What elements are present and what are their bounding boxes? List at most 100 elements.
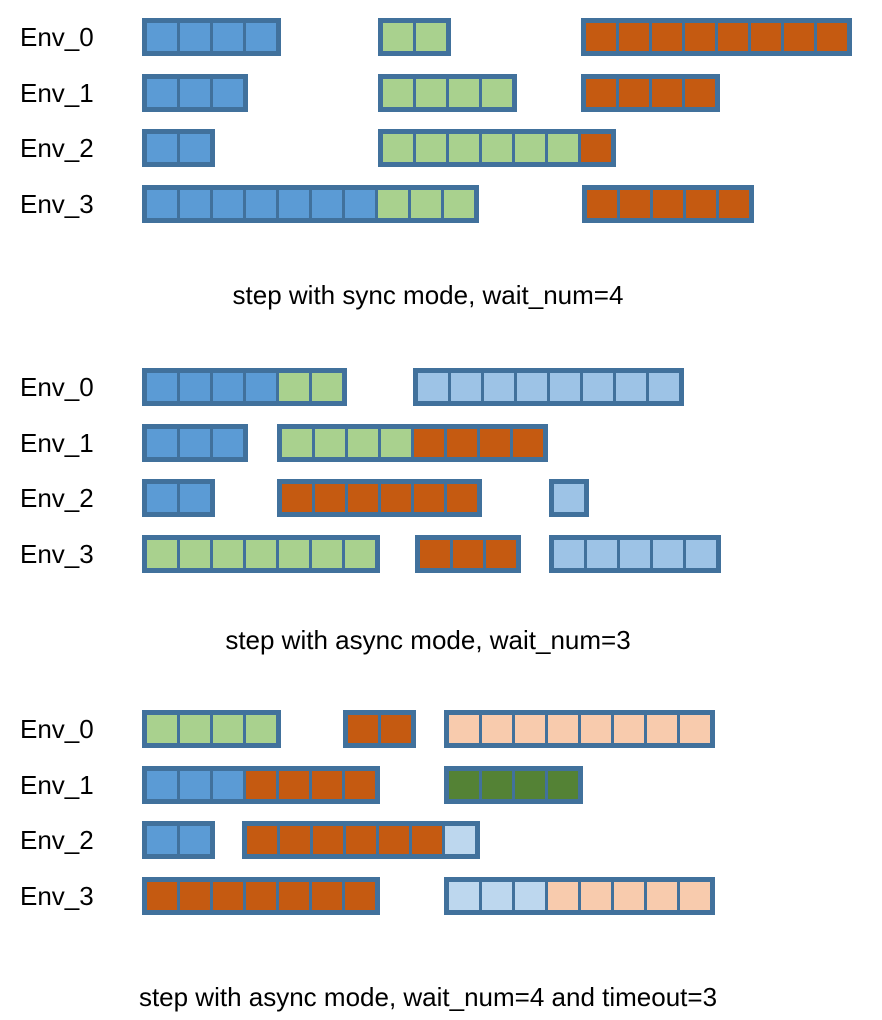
step-bar: [415, 535, 521, 573]
step-cell-orange: [414, 429, 444, 457]
step-cell-peach: [581, 882, 611, 910]
step-bar: [277, 479, 482, 517]
timeline-row-env_0: Env_0: [0, 18, 882, 56]
step-cell-orange: [513, 429, 543, 457]
env-label: Env_1: [20, 78, 94, 108]
step-cell-orange: [685, 23, 715, 51]
timeline-row-env_1: Env_1: [0, 424, 882, 462]
step-cell-orange: [447, 429, 477, 457]
env-label: Env_3: [20, 189, 94, 219]
step-cell-lightblue: [583, 373, 613, 401]
step-cell-green: [279, 540, 309, 568]
step-cell-orange: [817, 23, 847, 51]
step-cell-blue: [180, 429, 210, 457]
step-cell-blue: [279, 190, 309, 218]
step-cell-orange: [379, 826, 409, 854]
step-cell-lightblue: [554, 540, 584, 568]
env-label: Env_1: [20, 428, 94, 458]
step-cell-blue: [147, 429, 177, 457]
step-cell-lightblue: [554, 484, 584, 512]
step-cell-green: [348, 429, 378, 457]
step-cell-blue: [246, 373, 276, 401]
step-cell-orange: [718, 23, 748, 51]
env-label: Env_0: [20, 22, 94, 52]
step-cell-blue: [180, 771, 210, 799]
env-label: Env_2: [20, 133, 94, 163]
step-cell-peach: [515, 715, 545, 743]
step-cell-orange: [345, 771, 375, 799]
panel-caption: step with async mode, wait_num=3: [225, 625, 631, 655]
step-cell-green: [416, 134, 446, 162]
step-bar: [277, 424, 548, 462]
step-cell-lightblue: [686, 540, 716, 568]
env-label: Env_0: [20, 714, 94, 744]
step-bar: [142, 368, 347, 406]
step-cell-green: [383, 23, 413, 51]
step-cell-orange: [213, 882, 243, 910]
step-cell-lightblue: [418, 373, 448, 401]
step-cell-green: [378, 190, 408, 218]
step-cell-peach: [647, 715, 677, 743]
step-cell-darkgreen: [548, 771, 578, 799]
step-cell-orange: [480, 429, 510, 457]
timeline-row-env_0: Env_0: [0, 368, 882, 406]
step-cell-darkgreen: [515, 771, 545, 799]
step-cell-blue: [147, 190, 177, 218]
step-cell-orange: [346, 826, 376, 854]
step-cell-lightblue: [587, 540, 617, 568]
step-cell-green: [282, 429, 312, 457]
timeline-row-env_3: Env_3: [0, 185, 882, 223]
step-cell-orange: [247, 826, 277, 854]
env-label: Env_0: [20, 372, 94, 402]
timeline-row-env_1: Env_1: [0, 74, 882, 112]
step-bar: [444, 877, 715, 915]
step-cell-blue: [147, 771, 177, 799]
step-bar: [581, 74, 720, 112]
step-cell-orange: [652, 23, 682, 51]
step-cell-orange: [619, 23, 649, 51]
step-cell-blue: [246, 190, 276, 218]
step-cell-blue: [147, 826, 177, 854]
step-cell-orange: [587, 190, 617, 218]
step-cell-orange: [719, 190, 749, 218]
step-cell-blue: [180, 190, 210, 218]
step-cell-green: [444, 190, 474, 218]
step-cell-peach: [548, 882, 578, 910]
timeline-row-env_2: Env_2: [0, 479, 882, 517]
step-bar: [142, 185, 479, 223]
step-cell-orange: [246, 882, 276, 910]
panel-caption: step with async mode, wait_num=4 and tim…: [138, 982, 718, 1012]
step-cell-blue: [312, 190, 342, 218]
step-cell-orange: [279, 882, 309, 910]
step-cell-blue: [180, 826, 210, 854]
step-cell-blue: [180, 23, 210, 51]
step-cell-green: [279, 373, 309, 401]
step-cell-green: [345, 540, 375, 568]
step-cell-lightblue: [484, 373, 514, 401]
step-cell-blue: [213, 23, 243, 51]
step-cell-blue: [147, 373, 177, 401]
step-bar: [142, 74, 248, 112]
step-cell-green: [449, 79, 479, 107]
step-cell-paleblue: [449, 882, 479, 910]
step-cell-orange: [280, 826, 310, 854]
step-bar: [142, 877, 380, 915]
step-cell-peach: [647, 882, 677, 910]
step-cell-orange: [652, 79, 682, 107]
step-cell-darkgreen: [482, 771, 512, 799]
step-cell-blue: [213, 373, 243, 401]
step-cell-green: [482, 79, 512, 107]
step-cell-orange: [751, 23, 781, 51]
step-cell-orange: [180, 882, 210, 910]
step-cell-peach: [614, 882, 644, 910]
step-bar: [444, 710, 715, 748]
step-cell-blue: [213, 190, 243, 218]
step-cell-green: [482, 134, 512, 162]
step-cell-orange: [414, 484, 444, 512]
step-cell-orange: [686, 190, 716, 218]
step-bar: [142, 766, 380, 804]
step-cell-green: [383, 79, 413, 107]
